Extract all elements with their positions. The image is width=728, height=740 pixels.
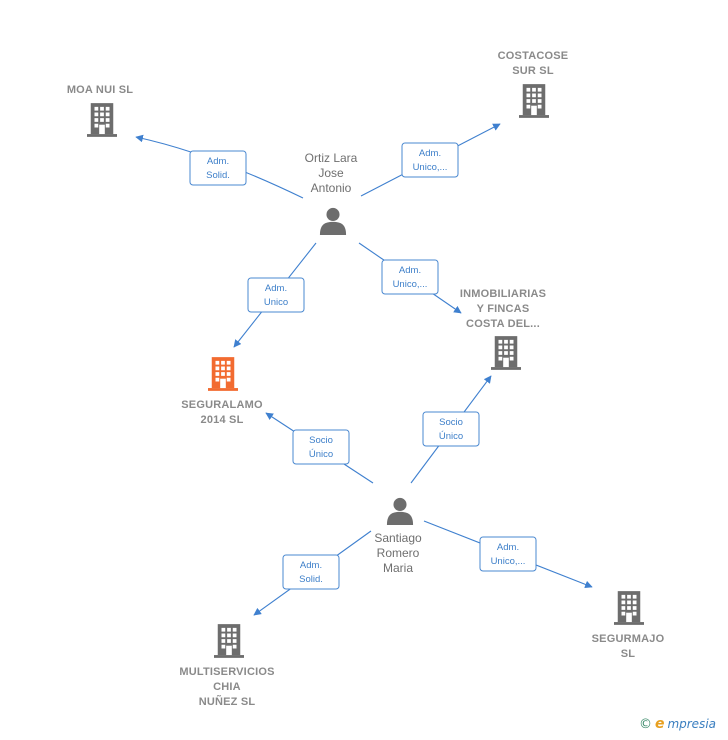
- company-name-label: CHIA: [213, 681, 241, 693]
- company-name-label: 2014 SL: [201, 414, 244, 426]
- edge-role-label[interactable]: Adm. Solid.: [282, 554, 340, 590]
- edge-label-box: [292, 429, 350, 465]
- node-segurmajo[interactable]: SEGURMAJO SL: [592, 591, 665, 660]
- edge-label-text: Unico,...: [413, 162, 448, 173]
- node-inmobiliarias[interactable]: INMOBILIARIAS Y FINCAS COSTA DEL...: [460, 288, 546, 370]
- edge-label-text: Unico,...: [393, 279, 428, 290]
- company-name-label: MOA NUI SL: [67, 84, 133, 96]
- edge-role-label[interactable]: Adm. Solid.: [189, 150, 247, 186]
- edge-label-text: Único: [439, 431, 463, 442]
- person-name-label: Antonio: [311, 181, 352, 195]
- company-name-label: COSTA DEL...: [466, 318, 540, 330]
- edge-label-text: Adm.: [207, 156, 229, 167]
- person-icon: [386, 497, 414, 525]
- brand-logo-initial: e: [654, 716, 665, 732]
- edge-label-text: Solid.: [299, 574, 323, 585]
- company-name-label: SEGURALAMO: [181, 399, 263, 411]
- edge-label-text: Adm.: [300, 560, 322, 571]
- person-name-label: Jose: [318, 166, 344, 180]
- edge-label-box: [381, 259, 439, 295]
- edge-role-label[interactable]: Adm. Unico: [247, 277, 305, 313]
- company-name-label: COSTACOSE: [498, 50, 569, 62]
- building-icon: [208, 357, 238, 391]
- edge-label-text: Adm.: [265, 283, 287, 294]
- company-name-label: MULTISERVICIOS: [179, 666, 274, 678]
- company-name-label: SEGURMAJO: [592, 633, 665, 645]
- edge-label-text: Adm.: [497, 542, 519, 553]
- edge-label-text: Solid.: [206, 170, 230, 181]
- person-name-label: Ortiz Lara: [305, 151, 358, 165]
- company-name-label: NUÑEZ SL: [199, 695, 256, 708]
- edge-label-box: [479, 536, 537, 572]
- edge-label-text: Unico: [264, 297, 288, 308]
- company-name-label: Y FINCAS: [477, 303, 530, 315]
- person-name-label: Romero: [377, 546, 420, 560]
- edge-label-box: [401, 142, 459, 178]
- node-moa[interactable]: MOA NUI SL: [67, 84, 133, 137]
- company-name-label: SUR SL: [512, 65, 554, 77]
- copyright-icon: ©: [638, 716, 652, 732]
- edge-role-label[interactable]: Adm. Unico,...: [479, 536, 537, 572]
- node-seguralamo[interactable]: SEGURALAMO 2014 SL: [181, 357, 263, 426]
- brand-logo-text: mpresia: [667, 717, 716, 731]
- building-icon: [519, 84, 549, 118]
- building-icon: [614, 591, 644, 625]
- edge-label-box: [189, 150, 247, 186]
- company-name-label: INMOBILIARIAS: [460, 288, 546, 300]
- building-icon: [491, 336, 521, 370]
- person-icon: [319, 207, 347, 235]
- edge-role-label[interactable]: Adm. Unico,...: [401, 142, 459, 178]
- edge-label-box: [422, 411, 480, 447]
- edge-label-text: Adm.: [399, 265, 421, 276]
- building-icon: [87, 103, 117, 137]
- edge-label-text: Socio: [309, 435, 333, 446]
- node-costacose[interactable]: COSTACOSE SUR SL: [498, 50, 569, 118]
- person-name-label: Maria: [383, 561, 413, 575]
- person-name-label: Santiago: [374, 531, 422, 545]
- building-icon: [214, 624, 244, 658]
- edge-role-label[interactable]: Adm. Unico,...: [381, 259, 439, 295]
- edge-label-text: Único: [309, 449, 333, 460]
- edge-label-text: Unico,...: [491, 556, 526, 567]
- edge-label-text: Adm.: [419, 148, 441, 159]
- company-name-label: SL: [621, 648, 636, 660]
- edge-label-box: [247, 277, 305, 313]
- edge-label-box: [282, 554, 340, 590]
- node-multiservicios[interactable]: MULTISERVICIOS CHIA NUÑEZ SL: [179, 624, 274, 708]
- edge-label-text: Socio: [439, 417, 463, 428]
